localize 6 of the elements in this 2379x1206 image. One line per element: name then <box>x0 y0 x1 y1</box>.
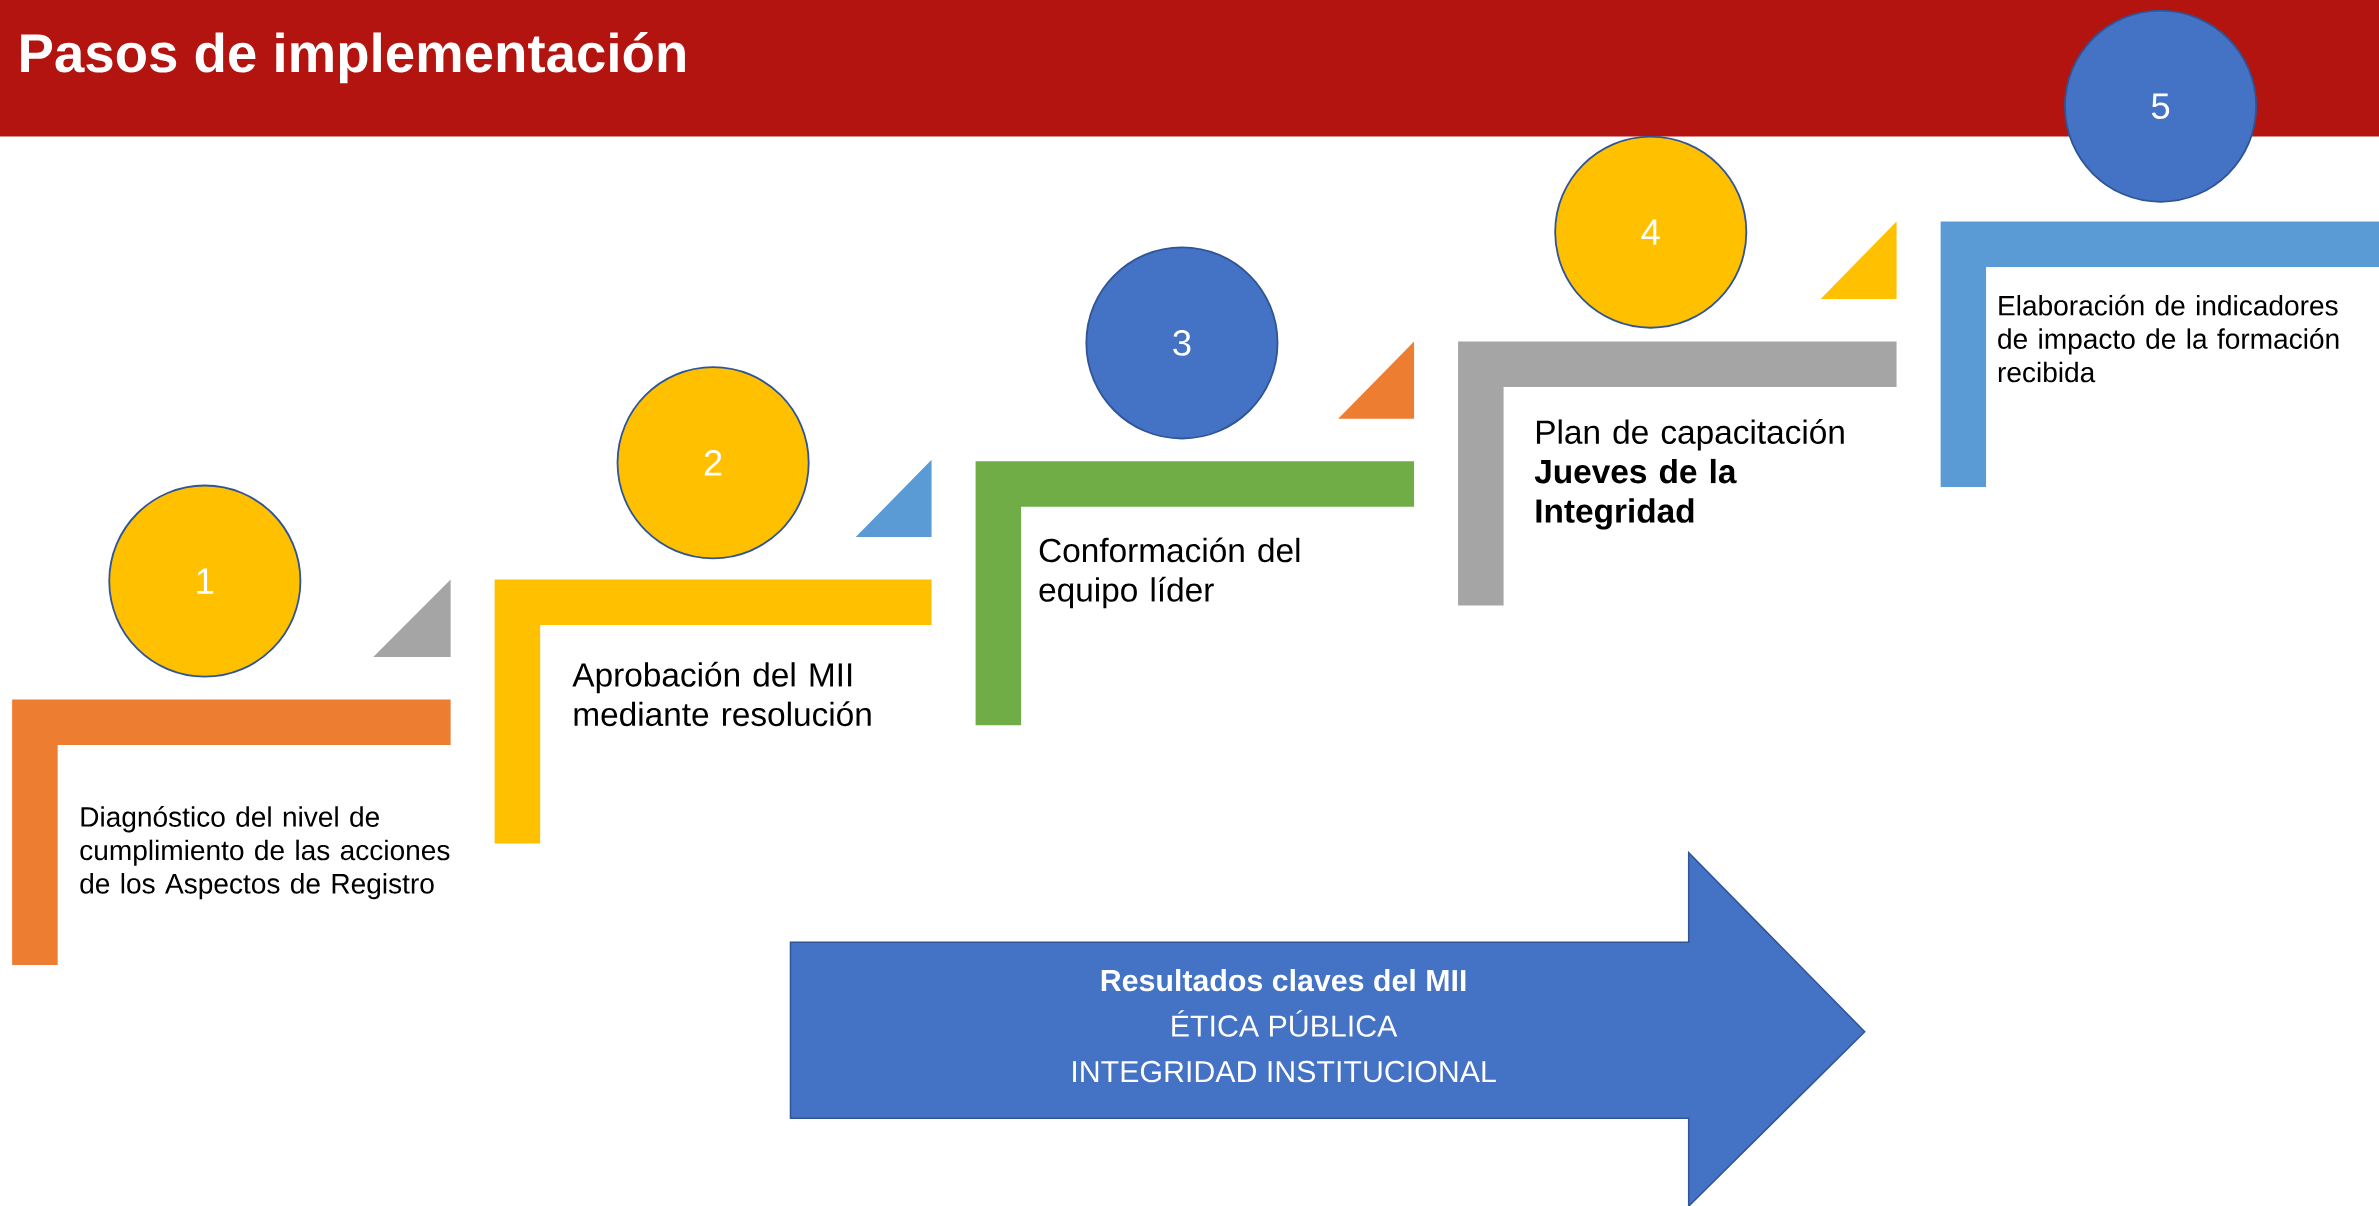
title: Pasos de implementación <box>21 31 685 84</box>
step-bracket: Aprobación del MII mediante resolución <box>494 579 932 844</box>
step-bracket: Diagnóstico del nivel de cumplimiento de las acciones de los Aspectos de Registro <box>12 699 451 965</box>
step-bracket: Elaboración de indicadores de impacto de la formación recibida <box>1940 221 2379 487</box>
step-bracket: Conformación del equipo líder <box>975 461 1415 726</box>
step-bracket: Plan de capacitación Jueves de la Integridad <box>1458 341 1897 606</box>
